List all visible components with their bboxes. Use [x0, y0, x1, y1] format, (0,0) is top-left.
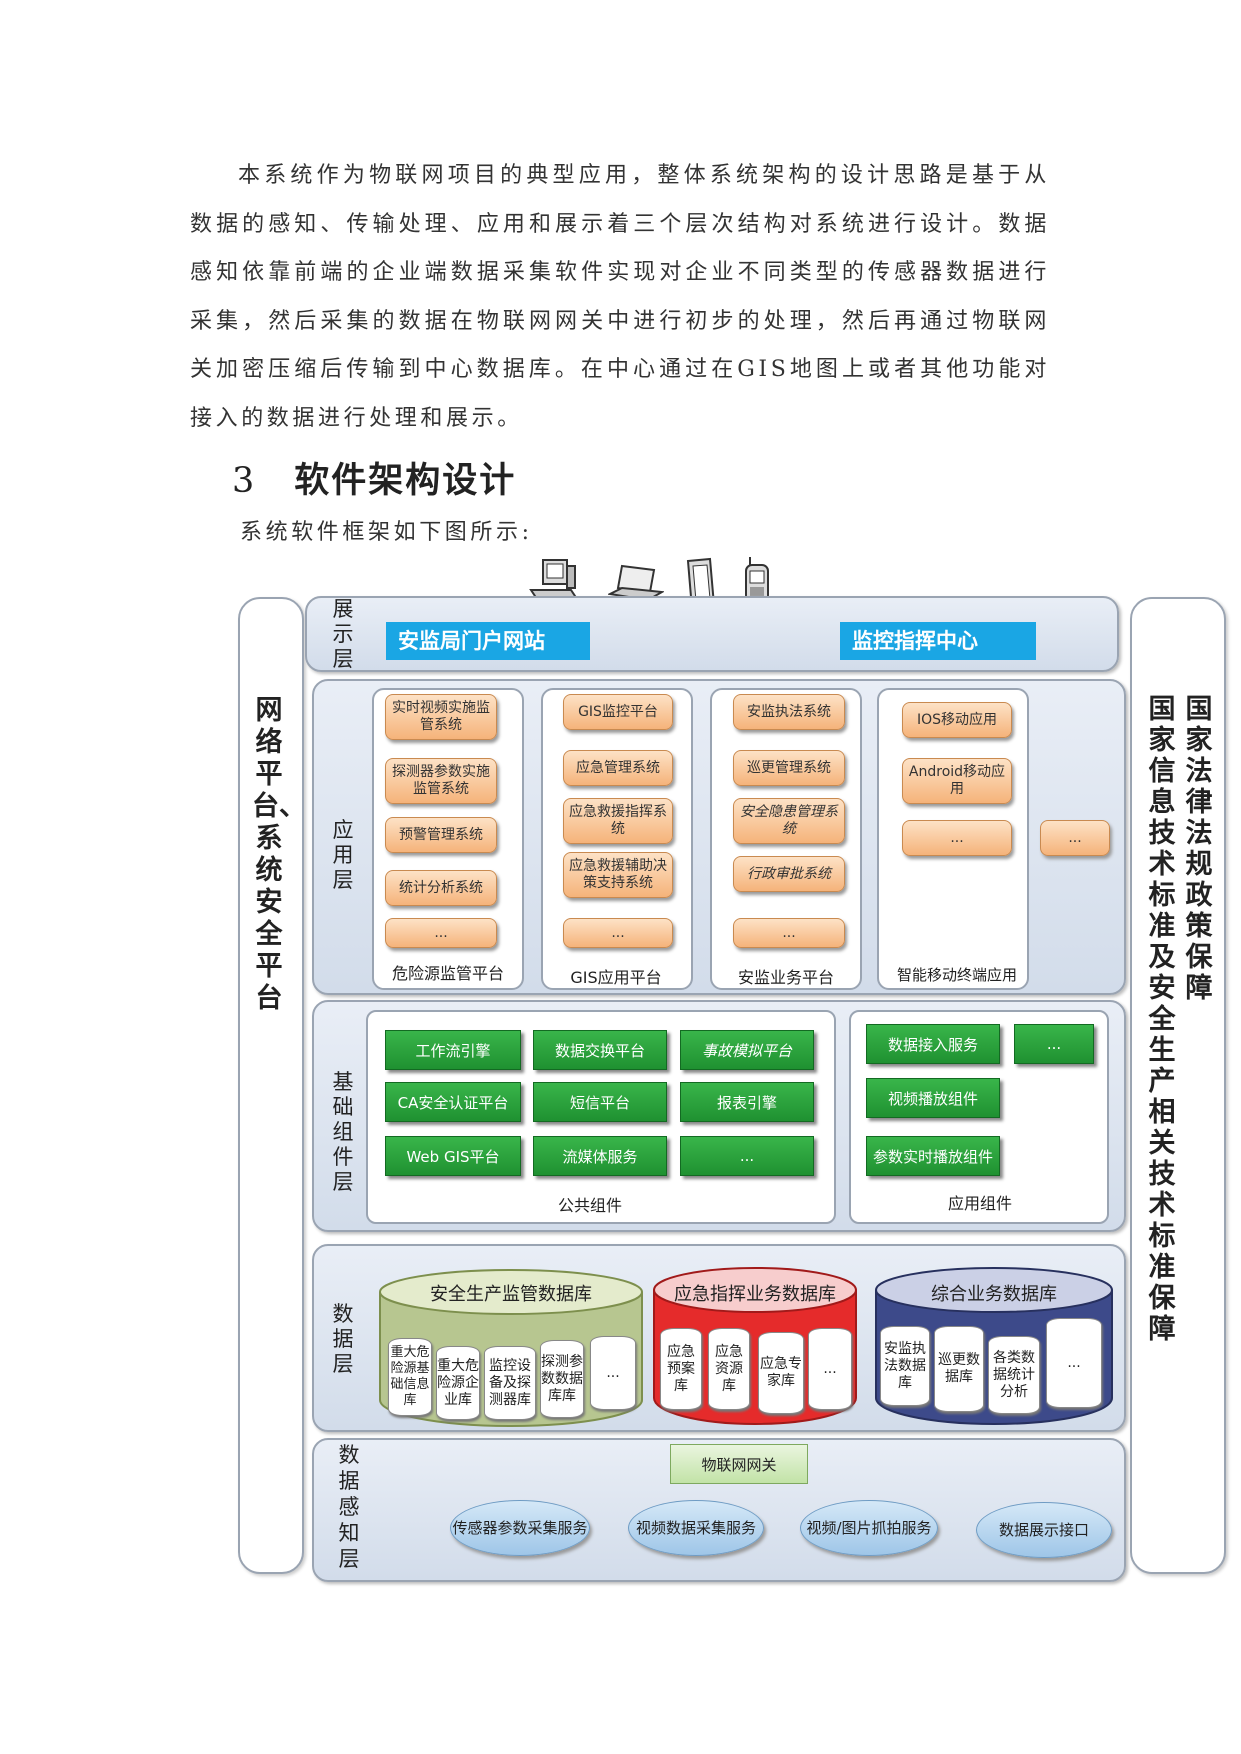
- standards-label: 国家信息技术标准及安全生产相关技术标准保障: [1148, 694, 1176, 1345]
- base-component-layer-label: 基础组件层: [332, 1070, 354, 1194]
- app-item: 行政审批系统: [733, 856, 845, 892]
- section-title: 软件架构设计: [294, 460, 517, 501]
- public-component: 报表引擎: [680, 1082, 814, 1122]
- integrated-db-title: 综合业务数据库: [931, 1284, 1057, 1305]
- db-item: ...: [808, 1328, 852, 1410]
- iot-gateway: 物联网网关: [670, 1444, 808, 1484]
- db-item: 各类数据统计分析: [988, 1336, 1040, 1414]
- sensing-service: 传感器参数采集服务: [450, 1500, 590, 1556]
- app-component: 参数实时播放组件: [866, 1136, 1000, 1176]
- section-number: 3: [232, 461, 257, 501]
- app-item: 安监执法系统: [733, 694, 845, 730]
- app-item: 安全隐患管理系统: [733, 798, 845, 844]
- db-item: 监控设备及探测器库: [484, 1346, 536, 1420]
- portal-website-tag: 安监局门户网站: [386, 622, 590, 660]
- app-item: IOS移动应用: [902, 702, 1012, 738]
- app-item: ...: [563, 918, 673, 948]
- network-security-platform-bar: [238, 597, 304, 1574]
- app-component: 数据接入服务: [866, 1024, 1000, 1064]
- app-item: 应急管理系统: [563, 750, 673, 786]
- public-component: 事故模拟平台: [680, 1030, 814, 1070]
- mobile-apps-caption: 智能移动终端应用: [896, 966, 1017, 984]
- public-component: 流媒体服务: [533, 1136, 667, 1176]
- network-security-platform-label: 网络平台、系统安全平台: [252, 695, 306, 1014]
- app-item: ...: [733, 918, 845, 948]
- app-item: 预警管理系统: [385, 817, 497, 853]
- app-item: Android移动应用: [902, 758, 1012, 804]
- app-item: GIS监控平台: [563, 694, 673, 730]
- app-components-caption: 应用组件: [947, 1194, 1012, 1213]
- gis-platform-caption: GIS应用平台: [570, 968, 662, 987]
- app-item: 应急救援辅助决策支持系统: [563, 852, 673, 898]
- emergency-db-title: 应急指挥业务数据库: [674, 1284, 836, 1305]
- db-item: 安监执法数据库: [880, 1326, 930, 1406]
- data-sensing-layer-label: 数据感知层: [338, 1443, 360, 1571]
- public-component: Web GIS平台: [385, 1136, 521, 1176]
- hazard-platform-caption: 危险源监管平台: [391, 964, 504, 983]
- db-item: 探测参数数据库库: [540, 1340, 584, 1418]
- public-components-caption: 公共组件: [557, 1196, 622, 1215]
- app-item-extra: ...: [1040, 820, 1110, 856]
- safety-db-title: 安全生产监管数据库: [430, 1284, 592, 1305]
- business-platform-caption: 安监业务平台: [737, 968, 834, 987]
- sensing-service: 视频数据采集服务: [628, 1500, 764, 1556]
- app-component: ...: [1014, 1024, 1094, 1064]
- public-component: 数据交换平台: [533, 1030, 667, 1070]
- public-component: ...: [680, 1136, 814, 1176]
- section-heading: 3 软件架构设计: [232, 452, 516, 503]
- db-item: ...: [1046, 1318, 1102, 1408]
- display-layer-label: 展示层: [332, 597, 354, 671]
- db-item: 应急资源库: [708, 1328, 750, 1410]
- db-item: 应急预案库: [660, 1328, 702, 1410]
- public-component: 短信平台: [533, 1082, 667, 1122]
- app-component: 视频播放组件: [866, 1078, 1000, 1118]
- db-item: ...: [590, 1336, 636, 1410]
- app-item: ...: [385, 918, 497, 948]
- public-component: CA安全认证平台: [385, 1082, 521, 1122]
- app-item: 统计分析系统: [385, 870, 497, 906]
- db-item: 巡更数据库: [934, 1326, 984, 1412]
- sensing-service: 视频/图片抓拍服务: [800, 1500, 938, 1556]
- db-item: 重大危险源企业库: [436, 1346, 480, 1420]
- db-item: 应急专家库: [758, 1332, 804, 1414]
- intro-paragraph: 本系统作为物联网项目的典型应用，整体系统架构的设计思路是基于从数据的感知、传输处…: [190, 163, 1050, 431]
- data-layer-label: 数据层: [332, 1302, 354, 1376]
- emergency-db-cylinder: [653, 1267, 857, 1425]
- public-component: 工作流引擎: [385, 1030, 521, 1070]
- app-item: 实时视频实施监管系统: [385, 694, 497, 740]
- app-item: 应急救援指挥系统: [563, 798, 673, 844]
- figure-intro: 系统软件框架如下图所示:: [240, 520, 533, 545]
- app-item: 探测器参数实施监管系统: [385, 758, 497, 804]
- sensing-service: 数据展示接口: [976, 1502, 1112, 1558]
- laws-policy-label: 国家法律法规政策保障: [1185, 694, 1213, 1004]
- db-item: 重大危险源基础信息库: [388, 1338, 432, 1416]
- app-item: 巡更管理系统: [733, 750, 845, 786]
- application-layer-label: 应用层: [332, 818, 354, 892]
- standards-guarantee-bar: [1130, 597, 1226, 1574]
- monitoring-center-tag: 监控指挥中心: [840, 622, 1036, 660]
- app-item: ...: [902, 820, 1012, 856]
